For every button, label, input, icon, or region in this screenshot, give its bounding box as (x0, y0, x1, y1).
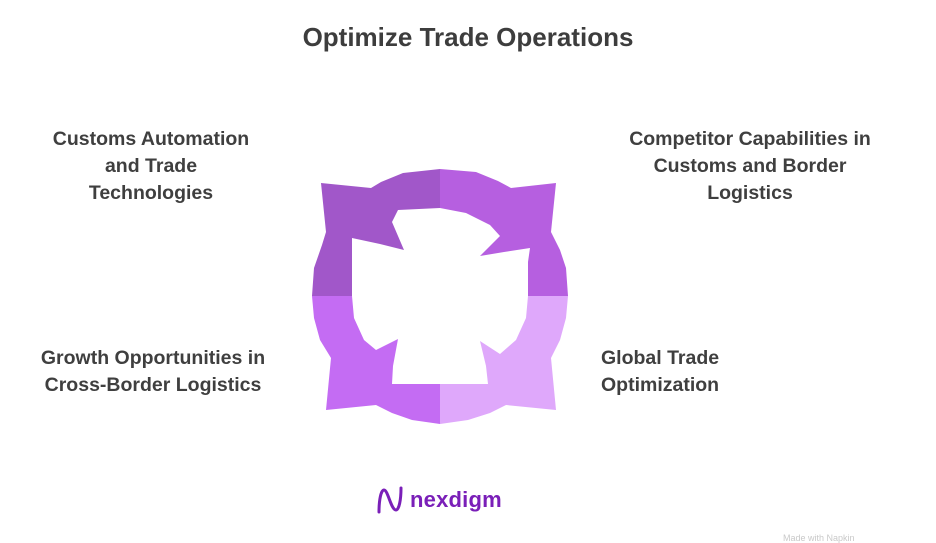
label-line: and Trade (104, 155, 198, 177)
nexdigm-logo: nexdigm (376, 484, 502, 516)
label-line: Competitor Capabilities in (629, 128, 871, 150)
nexdigm-logo-icon (377, 486, 403, 514)
label-line: Customs and Border (653, 155, 847, 177)
label-competitor-capabilities: Competitor Capabilities in Customs and B… (606, 126, 894, 207)
label-line: Global Trade (601, 347, 720, 369)
label-line: Growth Opportunities in (40, 347, 266, 369)
segment-bottom-right (440, 296, 568, 424)
segment-bottom-left (312, 296, 440, 424)
label-line: Customs Automation (52, 128, 250, 150)
label-line: Logistics (707, 182, 793, 204)
label-line: Optimization (601, 374, 720, 396)
label-customs-automation: Customs Automation and Trade Technologie… (25, 126, 277, 207)
label-global-trade: Global Trade Optimization (601, 345, 851, 399)
label-line: Technologies (88, 182, 214, 204)
label-line: Cross-Border Logistics (44, 374, 262, 396)
segment-top-right (440, 169, 568, 296)
segment-top-left (312, 169, 440, 296)
watermark: Made with Napkin (783, 533, 855, 543)
nexdigm-logo-text: nexdigm (410, 487, 502, 512)
label-growth-opportunities: Growth Opportunities in Cross-Border Log… (18, 345, 288, 399)
page-title: Optimize Trade Operations (302, 22, 634, 52)
